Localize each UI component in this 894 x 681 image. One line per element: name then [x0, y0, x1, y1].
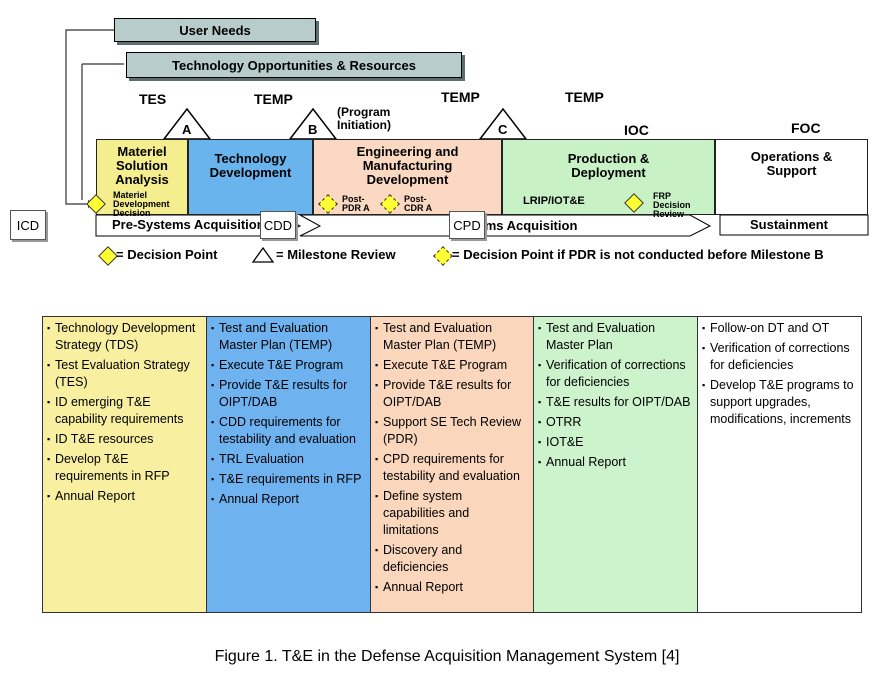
foc-label: FOC: [791, 120, 821, 136]
phase-title: Production & Deployment: [567, 151, 650, 180]
column-engineering: Test and Evaluation Master Plan (TEMP) Ex…: [370, 316, 534, 613]
phase-production-deployment: Production & Deployment LRIP/IOT&E FRP D…: [502, 139, 715, 219]
list-item: Execute T&E Program: [211, 357, 364, 374]
phase-materiel-solution-analysis: Materiel Solution Analysis Materiel Deve…: [96, 139, 188, 218]
list-item: Support SE Tech Review (PDR): [375, 414, 527, 448]
figure-caption: Figure 1. T&E in the Defense Acquisition…: [214, 648, 680, 665]
user-needs-bar: User Needs: [114, 18, 316, 42]
cdd-document: CDD: [260, 211, 296, 239]
systems-band: [299, 214, 712, 237]
list-item: T&E requirements in RFP: [211, 471, 364, 488]
column-list-4: Follow-on DT and OT Verification of corre…: [702, 320, 855, 428]
post-cdr-note: Post- CDR A: [404, 194, 433, 213]
temp-label-3: TEMP: [565, 89, 604, 105]
list-item: Annual Report: [538, 454, 691, 471]
legend-decision-point: = Decision Point: [116, 247, 218, 262]
tes-label: TES: [139, 91, 167, 107]
column-list-2: Test and Evaluation Master Plan (TEMP) Ex…: [375, 320, 527, 596]
phase-title: Operations & Support: [750, 149, 833, 178]
list-item: Define system capabilities and limitatio…: [375, 488, 527, 539]
list-item: OTRR: [538, 414, 691, 431]
list-item: IOT&E: [538, 434, 691, 451]
temp-label-1: TEMP: [254, 91, 293, 107]
connector-lines: [65, 29, 869, 237]
ioc-label: IOC: [624, 122, 649, 138]
legend-decision-point-pdr: = Decision Point if PDR is not conducted…: [452, 247, 824, 262]
icd-document: ICD: [10, 210, 46, 240]
phase-title: Technology Development: [209, 151, 292, 180]
list-item: TRL Evaluation: [211, 451, 364, 468]
legend-milestone-icon: [251, 246, 275, 263]
phase-operations-support: Operations & Support: [715, 139, 868, 215]
list-item: Verification of corrections for deficien…: [538, 357, 691, 391]
list-item: Follow-on DT and OT: [702, 320, 855, 337]
list-item: Execute T&E Program: [375, 357, 527, 374]
list-item: Annual Report: [211, 491, 364, 508]
list-item: Technology Development Strategy (TDS): [47, 320, 200, 354]
list-item: Provide T&E results for OIPT/DAB: [375, 377, 527, 411]
phase-title: Materiel Solution Analysis: [115, 144, 169, 187]
tech-opportunities-bar: Technology Opportunities & Resources: [126, 52, 462, 78]
milestone-c-label: C: [498, 122, 508, 137]
pre-systems-label: Pre-Systems Acquisition: [112, 217, 265, 232]
column-technology-development: Test and Evaluation Master Plan (TEMP) Ex…: [206, 316, 371, 613]
frp-note: FRP Decision Review: [653, 191, 691, 219]
sustainment-label: Sustainment: [750, 217, 829, 232]
list-item: Test Evaluation Strategy (TES): [47, 357, 200, 391]
phase-engineering-manufacturing: Engineering and Manufacturing Developmen…: [313, 139, 502, 215]
milestone-b-label: B: [308, 122, 318, 137]
list-item: Test and Evaluation Master Plan: [538, 320, 691, 354]
phase-note: Materiel Development Decision: [113, 190, 170, 218]
post-pdr-note: Post- PDR A: [342, 194, 370, 213]
list-item: CPD requirements for testability and eva…: [375, 451, 527, 485]
milestone-a-label: A: [182, 122, 192, 137]
list-item: Annual Report: [375, 579, 527, 596]
column-list-1: Test and Evaluation Master Plan (TEMP) Ex…: [211, 320, 364, 508]
column-operations: Follow-on DT and OT Verification of corre…: [697, 316, 862, 613]
list-item: Develop T&E requirements in RFP: [47, 451, 200, 485]
program-initiation-label: (Program Initiation): [337, 105, 391, 132]
lrip-note: LRIP/IOT&E: [523, 195, 585, 207]
list-item: Develop T&E programs to support upgrades…: [702, 377, 855, 428]
cpd-document: CPD: [449, 211, 485, 239]
phase-technology-development: Technology Development: [188, 139, 313, 215]
list-item: Verification of corrections for deficien…: [702, 340, 855, 374]
sustainment-band: [719, 214, 869, 236]
legend-milestone-review: = Milestone Review: [276, 247, 396, 262]
column-list-0: Technology Development Strategy (TDS)Tes…: [47, 320, 200, 505]
list-item: Discovery and deficiencies: [375, 542, 527, 576]
list-item: Test and Evaluation Master Plan (TEMP): [375, 320, 527, 354]
column-list-3: Test and Evaluation Master PlanVerificat…: [538, 320, 691, 471]
list-item: Test and Evaluation Master Plan (TEMP): [211, 320, 364, 354]
list-item: T&E results for OIPT/DAB: [538, 394, 691, 411]
column-production: Test and Evaluation Master PlanVerificat…: [533, 316, 698, 613]
phase-title: Engineering and Manufacturing Developmen…: [356, 144, 459, 187]
list-item: ID T&E resources: [47, 431, 200, 448]
temp-label-2: TEMP: [441, 89, 480, 105]
list-item: ID emerging T&E capability requirements: [47, 394, 200, 428]
column-materiel-solution: Technology Development Strategy (TDS)Tes…: [42, 316, 207, 613]
list-item: CDD requirements for testability and eva…: [211, 414, 364, 448]
list-item: Provide T&E results for OIPT/DAB: [211, 377, 364, 411]
list-item: Annual Report: [47, 488, 200, 505]
